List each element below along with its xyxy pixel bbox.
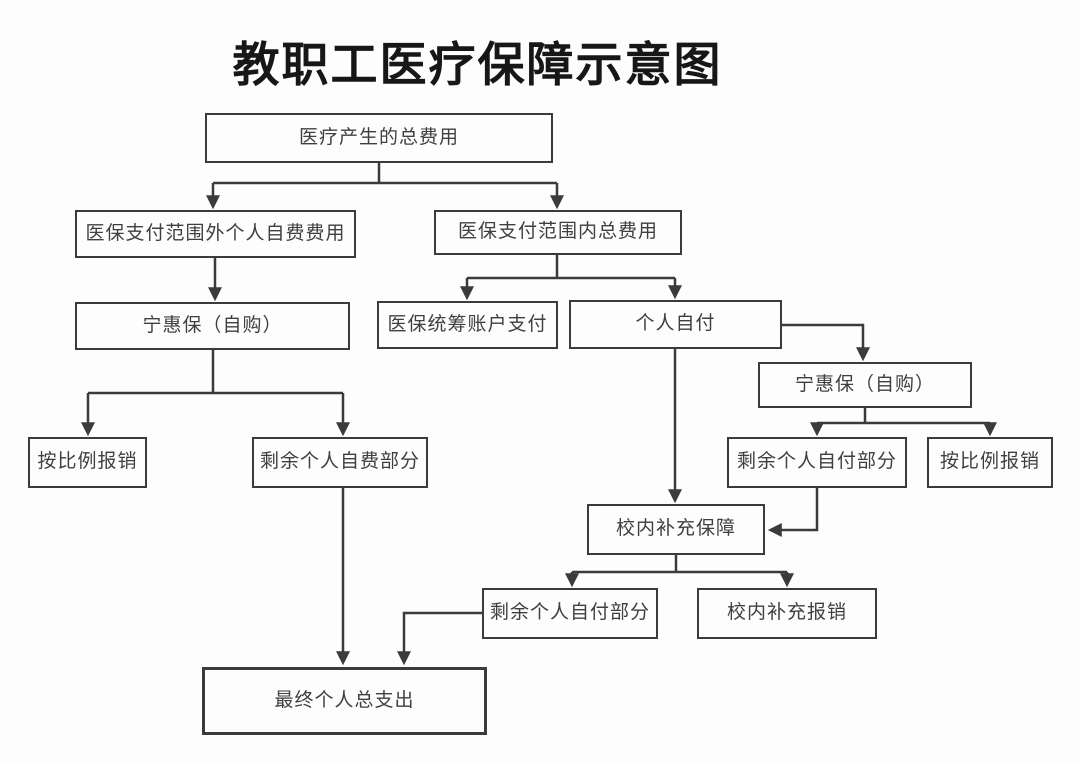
- node-ninghuibao-right: 宁惠保（自购）: [758, 362, 972, 408]
- node-total-cost-label: 医疗产生的总费用: [298, 126, 459, 148]
- node-pooled-account-pay: 医保统筹账户支付: [377, 301, 558, 349]
- node-school-supplement-label: 校内补充保障: [615, 518, 736, 540]
- edge-remaining-bottom-to-final: [397, 611, 482, 666]
- node-proportional-reimb-right: 按比例报销: [927, 437, 1053, 488]
- edge-school-supplement-split: [565, 555, 794, 588]
- node-self-pay-label: 个人自付: [635, 313, 716, 335]
- node-school-supplement-reimb: 校内补充报销: [697, 588, 877, 639]
- edge-selfpay-to-ninghuibao-right: [782, 323, 870, 362]
- edge-inscope-split: [460, 255, 682, 301]
- node-in-scope-total-label: 医保支付范围内总费用: [457, 221, 658, 243]
- node-ninghuibao-right-label: 宁惠保（自购）: [794, 373, 935, 395]
- node-in-scope-total: 医保支付范围内总费用: [434, 210, 682, 255]
- node-self-pay: 个人自付: [569, 300, 782, 349]
- edge-ninghuibao-left-split: [81, 350, 350, 437]
- edge-remaining-right-to-school-supplement: [767, 488, 819, 537]
- node-remaining-self-funded: 剩余个人自费部分: [252, 437, 428, 488]
- page-title: 教职工医疗保障示意图: [232, 38, 723, 91]
- node-proportional-reimb-right-label: 按比例报销: [939, 451, 1040, 473]
- node-school-supplement-reimb-label: 校内补充报销: [726, 602, 847, 624]
- node-ninghuibao-left: 宁惠保（自购）: [75, 302, 350, 350]
- node-proportional-reimb-left: 按比例报销: [28, 437, 147, 488]
- node-pooled-account-pay-label: 医保统筹账户支付: [387, 313, 548, 335]
- node-proportional-reimb-left-label: 按比例报销: [37, 451, 138, 473]
- node-final-total-spend-label: 最终个人总支出: [274, 689, 415, 711]
- node-total-cost: 医疗产生的总费用: [205, 113, 553, 163]
- node-out-of-scope-self-paid-label: 医保支付范围外个人自费费用: [85, 222, 346, 244]
- node-ninghuibao-left-label: 宁惠保（自购）: [142, 314, 283, 336]
- edge-totalcost-split: [206, 163, 564, 210]
- node-remaining-self-pay-right: 剩余个人自付部分: [727, 437, 907, 488]
- node-final-total-spend: 最终个人总支出: [202, 667, 487, 735]
- edge-ninghuibao-right-split: [810, 408, 997, 437]
- node-out-of-scope-self-paid: 医保支付范围外个人自费费用: [75, 210, 356, 258]
- node-school-supplement: 校内补充保障: [587, 504, 765, 555]
- node-remaining-self-pay-bottom: 剩余个人自付部分: [482, 588, 658, 639]
- node-remaining-self-funded-label: 剩余个人自费部分: [259, 451, 420, 473]
- node-remaining-self-pay-bottom-label: 剩余个人自付部分: [489, 602, 650, 624]
- node-remaining-self-pay-right-label: 剩余个人自付部分: [736, 451, 897, 473]
